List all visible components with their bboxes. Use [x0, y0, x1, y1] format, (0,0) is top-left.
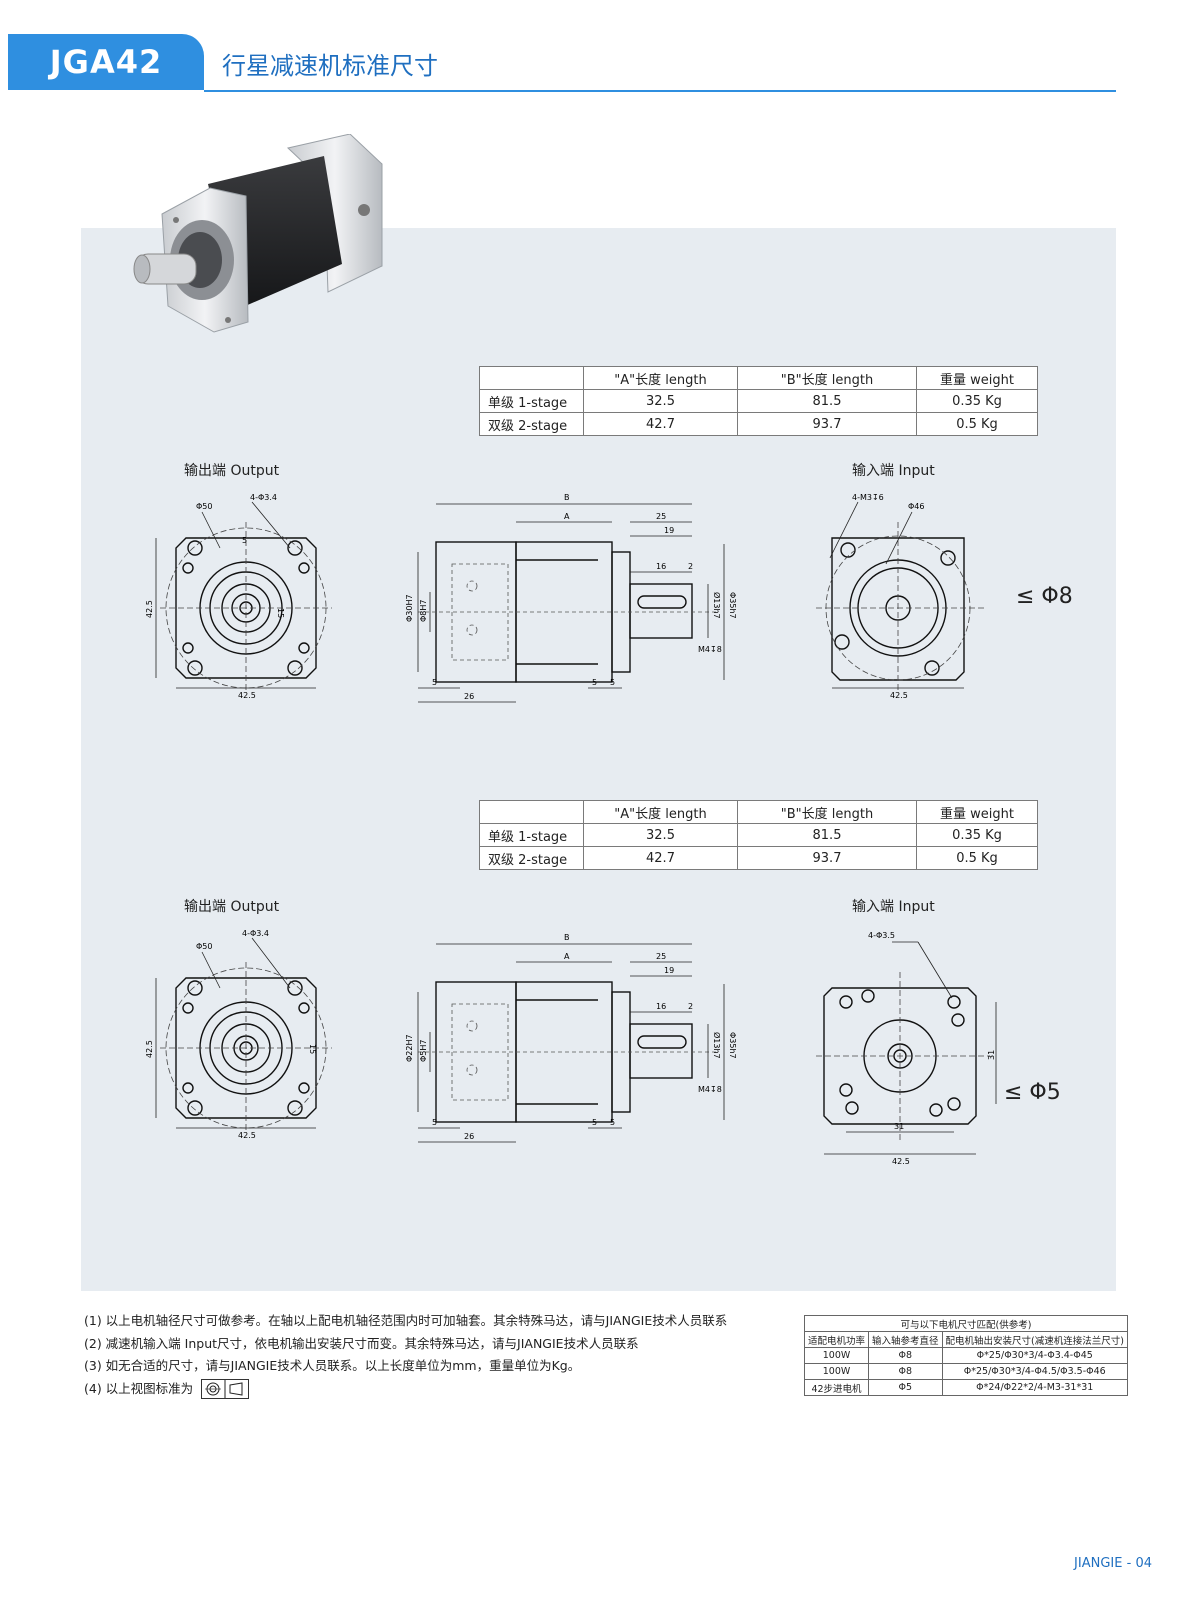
output-label-1: 输出端 Output [184, 463, 280, 479]
model-tab: JGA42 [8, 34, 204, 90]
side-view-1: B A 25 19 16 2 Ø13h7 Φ35h7 M4↧8 Φ30H7 Φ8… [405, 493, 737, 703]
table-row: 100W Φ8 Φ*25/Φ30*3/4-Φ3.4-Φ45 [803, 1347, 1128, 1364]
svg-text:5: 5 [242, 536, 247, 545]
svg-text:M4↧8: M4↧8 [698, 645, 722, 654]
svg-text:42.5: 42.5 [890, 691, 908, 700]
shaft-limit-2: ≤ Φ5 [1004, 1080, 1061, 1105]
table-row: 100W Φ8 Φ*25/Φ30*3/4-Φ4.5/Φ3.5-Φ46 [803, 1363, 1128, 1380]
svg-text:16: 16 [656, 562, 666, 571]
input-label-1: 输入端 Input [852, 463, 935, 479]
footer-sep: - [1126, 1556, 1132, 1571]
svg-text:Φ22H7: Φ22H7 [405, 1034, 414, 1062]
svg-text:2: 2 [688, 562, 693, 571]
footer-brand: JIANGIE [1074, 1556, 1123, 1571]
svg-text:25: 25 [656, 512, 666, 521]
svg-text:26: 26 [464, 692, 474, 701]
svg-text:5: 5 [610, 1118, 615, 1127]
gearbox-photo [133, 134, 383, 333]
svg-text:4-Φ3.5: 4-Φ3.5 [868, 931, 895, 940]
note-1: (1) 以上电机轴径尺寸可做参考。在轴以上配电机轴径范围内时可加轴套。其余特殊马… [84, 1313, 728, 1328]
output-view-2: Φ50 4-Φ3.4 42.5 42.5 15 [145, 929, 332, 1140]
shaft-limit-1: ≤ Φ8 [1016, 584, 1073, 609]
note-3: (3) 如无合适的尺寸，请与JIANGIE技术人员联系。以上长度单位为mm，重量… [84, 1358, 581, 1373]
svg-text:5: 5 [432, 1118, 437, 1127]
table-row: 单级 1-stage 32.5 81.5 0.35 Kg [479, 823, 1038, 847]
svg-text:Ø13h7: Ø13h7 [712, 592, 722, 619]
svg-text:M4↧8: M4↧8 [698, 1085, 722, 1094]
note-4: (4) 以上视图标准为 [84, 1380, 194, 1396]
spec-header-a: "A"长度 length [583, 366, 738, 390]
header-rule [204, 90, 1116, 92]
notes: (1) 以上电机轴径尺寸可做参考。在轴以上配电机轴径范围内时可加轴套。其余特殊马… [84, 1310, 727, 1400]
spec-header-weight: 重量 weight [916, 366, 1038, 390]
side-view-2: B A 25 19 16 2 Ø13h7 Φ35h7 M4↧8 Φ22H7 Φ5… [405, 933, 737, 1143]
svg-text:5: 5 [592, 678, 597, 687]
input-label-2: 输入端 Input [852, 899, 935, 915]
svg-text:15: 15 [276, 608, 285, 618]
motor-match-table: 可与以下电机尺寸匹配(供参考) 适配电机功率 输入轴参考直径 配电机轴出安装尺寸… [803, 1315, 1128, 1396]
svg-text:42.5: 42.5 [238, 691, 256, 700]
svg-text:19: 19 [664, 526, 674, 535]
svg-text:B: B [564, 493, 570, 502]
input-view-2: 4-Φ3.5 31 31 42.5 [816, 931, 997, 1166]
page-title: 行星减速机标准尺寸 [222, 52, 438, 80]
svg-text:42.5: 42.5 [892, 1157, 910, 1166]
svg-text:A: A [564, 952, 570, 961]
projection-symbol-icon [201, 1379, 250, 1399]
output-view-1: Φ50 4-Φ3.4 42.5 42.5 5 15 [145, 493, 332, 700]
ref-title: 可与以下电机尺寸匹配(供参考) [804, 1315, 1128, 1332]
table-row: 单级 1-stage 32.5 81.5 0.35 Kg [479, 389, 1038, 413]
svg-text:16: 16 [656, 1002, 666, 1011]
spec-header-b: "B"长度 length [737, 366, 917, 390]
svg-text:42.5: 42.5 [145, 600, 154, 618]
spec-header-blank [479, 366, 584, 390]
svg-text:Φ50: Φ50 [196, 502, 212, 511]
page-footer: JIANGIE - 04 [1074, 1556, 1152, 1571]
svg-text:5: 5 [592, 1118, 597, 1127]
footer-page: 04 [1135, 1556, 1152, 1571]
spec-table-1: "A"长度 length "B"长度 length 重量 weight 单级 1… [479, 366, 1038, 436]
svg-text:42.5: 42.5 [145, 1040, 154, 1058]
svg-text:42.5: 42.5 [238, 1131, 256, 1140]
svg-text:Φ35h7: Φ35h7 [728, 592, 737, 619]
svg-text:2: 2 [688, 1002, 693, 1011]
table-row: 42步进电机 Φ5 Φ*24/Φ22*2/4-M3-31*31 [803, 1379, 1128, 1396]
svg-text:15: 15 [308, 1044, 317, 1054]
svg-text:26: 26 [464, 1132, 474, 1141]
svg-text:A: A [564, 512, 570, 521]
table-row: 双级 2-stage 42.7 93.7 0.5 Kg [479, 846, 1038, 870]
output-label-2: 输出端 Output [184, 899, 280, 915]
svg-text:Φ46: Φ46 [908, 502, 924, 511]
svg-text:4-Φ3.4: 4-Φ3.4 [250, 493, 277, 502]
svg-text:4-M3↧6: 4-M3↧6 [852, 493, 884, 502]
note-2: (2) 减速机输入端 Input尺寸，依电机输出安装尺寸而变。其余特殊马达，请与… [84, 1335, 639, 1351]
svg-text:B: B [564, 933, 570, 942]
svg-text:31: 31 [894, 1122, 904, 1131]
svg-text:25: 25 [656, 952, 666, 961]
svg-text:Φ35h7: Φ35h7 [728, 1032, 737, 1059]
svg-text:Ø13h7: Ø13h7 [712, 1032, 722, 1059]
svg-text:Φ8H7: Φ8H7 [419, 600, 428, 623]
svg-text:19: 19 [664, 966, 674, 975]
svg-text:5: 5 [432, 678, 437, 687]
svg-text:5: 5 [610, 678, 615, 687]
svg-text:31: 31 [987, 1050, 996, 1060]
table-row: 双级 2-stage 42.7 93.7 0.5 Kg [479, 412, 1038, 436]
svg-text:4-Φ3.4: 4-Φ3.4 [242, 929, 269, 938]
svg-text:Φ50: Φ50 [196, 942, 212, 951]
spec-table-2: "A"长度 length "B"长度 length 重量 weight 单级 1… [479, 800, 1038, 870]
svg-text:Φ30H7: Φ30H7 [405, 594, 414, 622]
input-view-1: 4-M3↧6 Φ46 42.5 [816, 493, 986, 700]
svg-text:Φ5H7: Φ5H7 [419, 1040, 428, 1063]
